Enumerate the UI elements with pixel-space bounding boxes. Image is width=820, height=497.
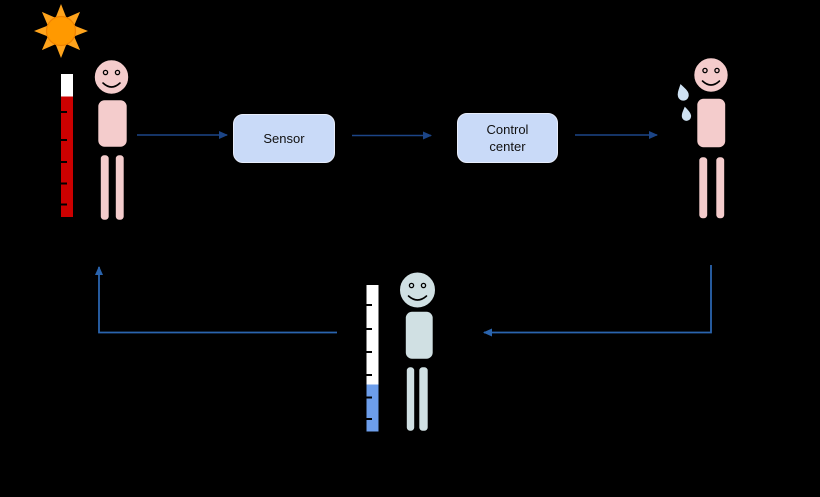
person-eye xyxy=(714,67,720,74)
sweat-drop xyxy=(676,81,691,102)
sun-core xyxy=(45,15,77,47)
sweat-drop xyxy=(680,104,693,123)
thermometer-high-icon xyxy=(59,72,75,219)
control-center-box: Control center xyxy=(457,113,558,163)
thermometer-ticks xyxy=(59,111,67,206)
sun-icon xyxy=(34,4,88,58)
person-head xyxy=(93,58,130,96)
person-leg xyxy=(99,153,111,222)
person-head xyxy=(692,56,730,94)
person-eye xyxy=(702,67,708,74)
sweat-drops-icon xyxy=(676,81,693,123)
person-eye xyxy=(408,282,415,289)
thermometer-mercury-high xyxy=(61,96,73,217)
sweating-person-figure xyxy=(692,56,730,220)
person-leg xyxy=(405,365,416,433)
person-leg xyxy=(417,365,430,433)
thermometer-low-icon xyxy=(364,283,381,434)
person-eye xyxy=(102,69,109,76)
person-leg xyxy=(697,155,709,220)
sensor-box: Sensor xyxy=(233,114,335,163)
sensor-box-label: Sensor xyxy=(263,130,305,146)
person-eye xyxy=(420,282,427,289)
thermometer-mercury-low xyxy=(366,384,379,432)
person-leg xyxy=(114,153,126,222)
sun-rays xyxy=(34,4,88,58)
arrow-cooling-to-hot-person xyxy=(95,266,337,334)
person-body xyxy=(695,97,727,149)
person-smile xyxy=(102,82,121,88)
cooling-person-figure xyxy=(398,270,437,433)
thermometer-ticks xyxy=(364,304,372,420)
person-head xyxy=(398,270,437,310)
control-center-box-label: Control center xyxy=(486,121,529,154)
person-body xyxy=(404,310,435,361)
person-body xyxy=(96,98,129,149)
arrow-sweating-to-cooling xyxy=(483,265,712,337)
hot-person-figure xyxy=(93,58,130,222)
person-eye xyxy=(114,69,121,76)
person-smile xyxy=(701,80,721,86)
person-leg xyxy=(714,155,726,220)
person-smile xyxy=(407,295,428,301)
